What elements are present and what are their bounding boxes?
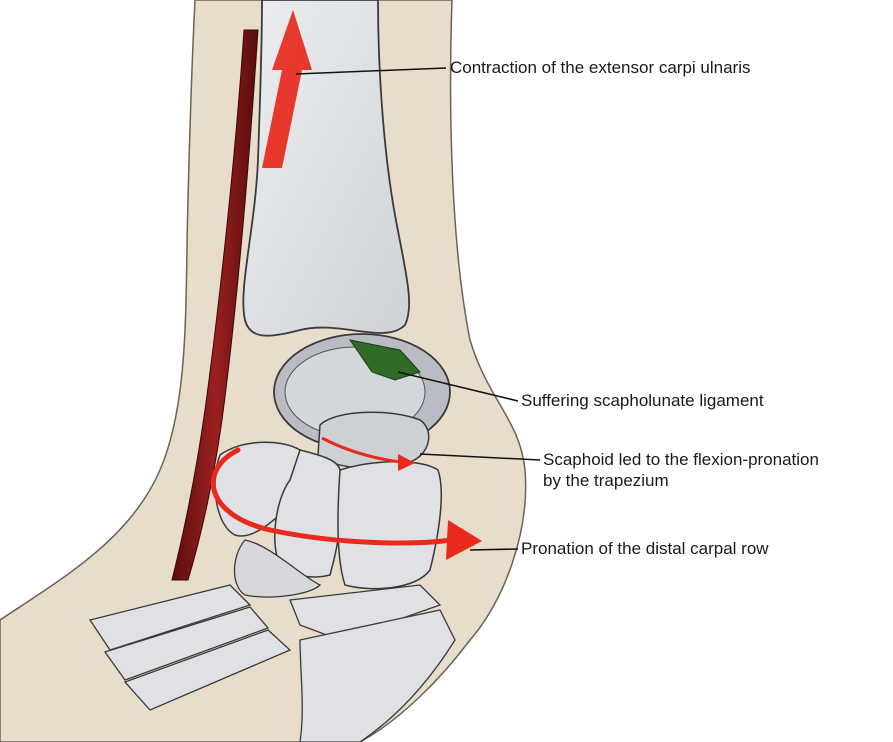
lunate-bone xyxy=(318,412,429,468)
label-scaphoid-flexion: Scaphoid led to the flexion-pronation by… xyxy=(543,449,819,491)
label-scapholunate-ligament: Suffering scapholunate ligament xyxy=(521,390,764,411)
label-scaphoid-line1: Scaphoid led to the flexion-pronation xyxy=(543,449,819,470)
label-ecu-contraction: Contraction of the extensor carpi ulnari… xyxy=(450,57,751,78)
label-distal-row-pronation: Pronation of the distal carpal row xyxy=(521,538,769,559)
capitate-bone xyxy=(338,462,441,589)
leader-distal-row xyxy=(470,549,518,550)
label-scaphoid-line2: by the trapezium xyxy=(543,470,819,491)
